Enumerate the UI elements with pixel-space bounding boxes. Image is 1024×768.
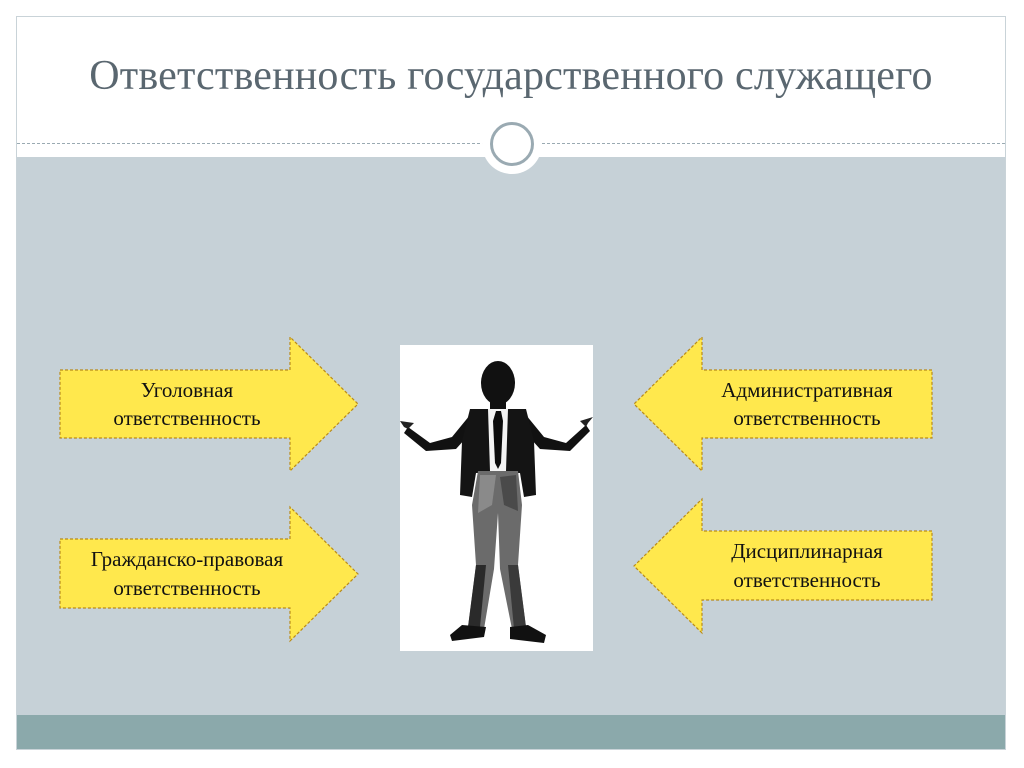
arrow-administrative-label: Административная ответственность [682,370,932,438]
circle-ring-ornament-icon [482,114,542,174]
arrow-criminal-line1: Уголовная [140,377,234,402]
arrow-right-shape-icon [59,335,359,473]
slide-title: Ответственность государственного служаще… [89,53,933,99]
arrow-administrative-line1: Административная [721,377,893,402]
arrow-civil-line2: ответственность [113,575,261,600]
arrow-criminal-label: Уголовная ответственность [62,370,312,438]
ornament-ring [490,122,534,166]
arrow-right-shape-icon [59,505,359,643]
slide-frame [16,16,1006,750]
arrow-criminal-line2: ответственность [113,406,261,430]
arrow-civil-label: Гражданско-правовая ответственность [62,539,312,608]
arrow-criminal-liability: Уголовная ответственность [58,335,360,473]
arrow-administrative-line2: ответственность [733,406,881,430]
central-figure-box [400,345,593,651]
arrow-civil-line1: Гражданско-правовая [90,547,284,572]
arrow-civil-liability: Гражданско-правовая ответственность [58,505,360,643]
arrow-disciplinary-line1: Дисциплинарная [731,539,883,564]
arrow-left-shape-icon [633,497,933,635]
businessman-shrugging-icon [400,361,593,643]
arrow-administrative-liability: Административная ответственность [632,335,934,473]
footer-band [17,715,1005,749]
arrow-left-shape-icon [633,335,933,473]
arrow-disciplinary-line2: ответственность [733,567,881,592]
arrow-disciplinary-label: Дисциплинарная ответственность [682,531,932,600]
arrow-disciplinary-liability: Дисциплинарная ответственность [632,497,934,635]
